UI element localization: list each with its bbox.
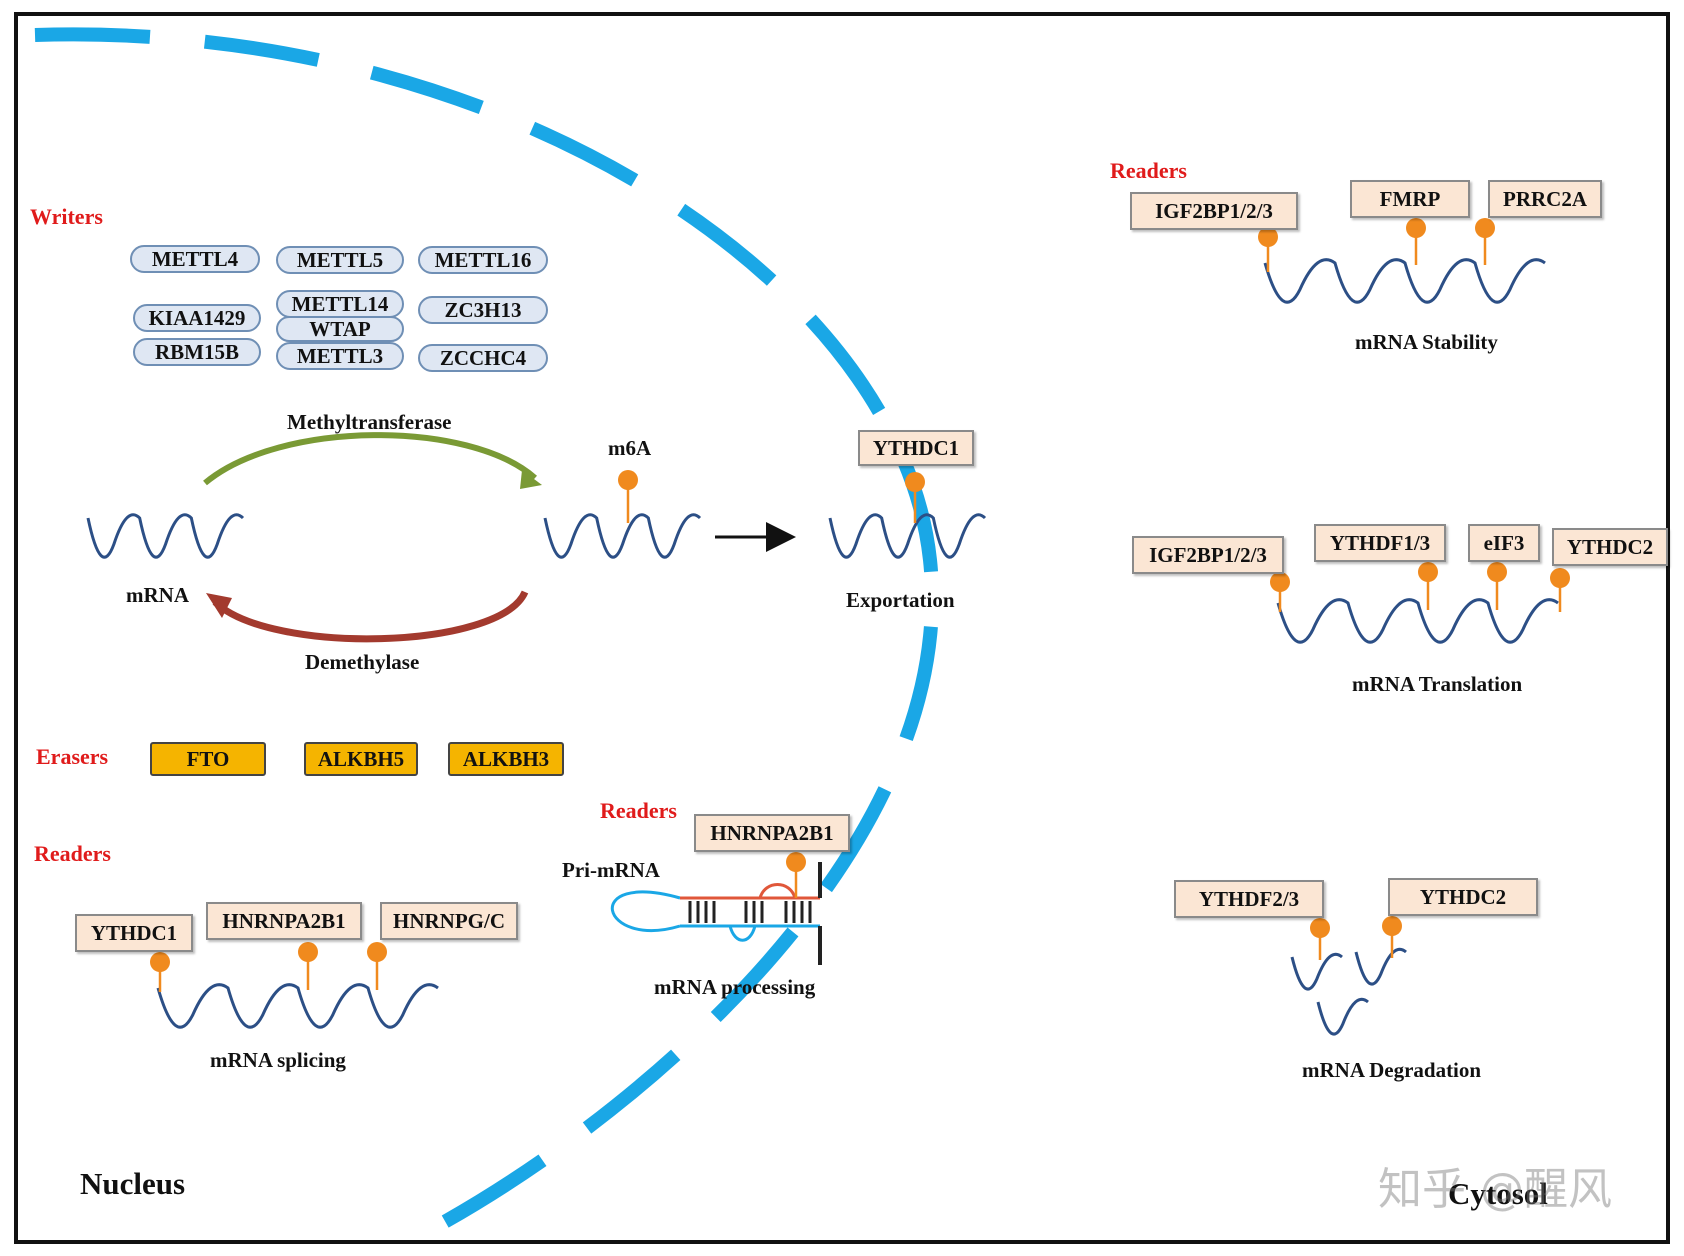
diagram-frame xyxy=(14,12,1670,1244)
m6a-pin-translation-2 xyxy=(1418,562,1438,610)
m6a-pin-stability-2 xyxy=(1406,218,1426,265)
m6a-pin-methylated xyxy=(618,470,638,523)
stability-reader-fmrp: FMRP xyxy=(1350,180,1470,218)
m6a-pin-translation-4 xyxy=(1550,568,1570,612)
demethylase-arrow xyxy=(212,590,529,643)
mrna-fragment-2 xyxy=(1354,947,1407,986)
nuclear-membrane xyxy=(34,27,939,1237)
processing-label: mRNA processing xyxy=(654,975,816,999)
cytosol-title: Cytosol xyxy=(1448,1176,1548,1211)
eraser-fto: FTO xyxy=(150,742,266,776)
stability-reader-prrc2a: PRRC2A xyxy=(1488,180,1602,218)
translation-label: mRNA Translation xyxy=(1352,672,1523,696)
methyltransferase-arrow xyxy=(203,432,537,486)
writer-zc3h13: ZC3H13 xyxy=(418,296,548,324)
writer-mettl5: METTL5 xyxy=(276,246,404,274)
mrna-fragment-1 xyxy=(1290,952,1343,991)
m6a-pin-degradation-1 xyxy=(1310,918,1330,960)
m6a-pin-stability-1 xyxy=(1258,227,1278,272)
stability-readers-label: Readers xyxy=(1110,158,1187,183)
m6a-pin-splicing-2 xyxy=(298,942,318,990)
mrna-wave-stability xyxy=(1263,258,1546,304)
nucleus-title: Nucleus xyxy=(80,1166,186,1201)
methyltransferase-arrowhead xyxy=(520,470,542,489)
processing-reader-hnrnpa2b1: HNRNPA2B1 xyxy=(694,814,850,852)
splicing-label: mRNA splicing xyxy=(210,1048,346,1072)
translation-reader-igf2bp: IGF2BP1/2/3 xyxy=(1132,536,1284,574)
demethylase-arrowhead xyxy=(206,593,232,618)
writer-mettl4: METTL4 xyxy=(130,245,260,273)
mrna-waves xyxy=(86,258,1559,1036)
exportation-label: Exportation xyxy=(846,588,955,612)
writer-kiaa1429: KIAA1429 xyxy=(133,304,261,332)
writers-label: Writers xyxy=(30,204,103,229)
methyltransferase-label: Methyltransferase xyxy=(287,410,452,434)
m6a-pin-translation-3 xyxy=(1487,562,1507,610)
splicing-reader-hnrnpgc: HNRNPG/C xyxy=(380,902,518,940)
pri-mrna-hairpin xyxy=(610,852,822,965)
splicing-reader-ythdc1: YTHDC1 xyxy=(75,914,193,952)
translation-reader-ythdf13: YTHDF1/3 xyxy=(1314,524,1446,562)
m6a-pin-splicing-3 xyxy=(367,942,387,990)
export-reader-ythdc1: YTHDC1 xyxy=(858,430,974,466)
m6a-pin-translation-1 xyxy=(1270,572,1290,612)
m6a-pin-export xyxy=(905,472,925,523)
translation-reader-ythdc2: YTHDC2 xyxy=(1552,528,1668,566)
stability-label: mRNA Stability xyxy=(1355,330,1498,354)
mrna-fragment-3 xyxy=(1316,997,1369,1036)
writer-rbm15b: RBM15B xyxy=(133,338,261,366)
mrna-wave-splicing xyxy=(156,983,439,1029)
stability-reader-igf2bp: IGF2BP1/2/3 xyxy=(1130,192,1298,230)
writer-mettl3: METTL3 xyxy=(276,342,404,370)
m6a-pin-degradation-2 xyxy=(1382,916,1402,958)
splicing-reader-hnrnpa2b1: HNRNPA2B1 xyxy=(206,902,362,940)
degradation-reader-ythdc2: YTHDC2 xyxy=(1388,878,1538,916)
m6a-pins xyxy=(150,218,1570,992)
mrna-wave-translation xyxy=(1276,598,1559,644)
m6a-pin-stability-3 xyxy=(1475,218,1495,265)
mrna-wave-m6a xyxy=(543,513,702,559)
mrna-wave-export xyxy=(828,513,987,559)
writer-wtap: WTAP xyxy=(276,316,404,342)
splicing-readers-label: Readers xyxy=(34,841,111,866)
demethylase-label: Demethylase xyxy=(305,650,420,674)
degradation-label: mRNA Degradation xyxy=(1302,1058,1482,1082)
watermark: 知乎 @醒风 xyxy=(1378,1164,1612,1215)
writer-mettl16: METTL16 xyxy=(418,246,548,274)
mrna-label: mRNA xyxy=(126,583,189,607)
mrna-wave-left xyxy=(86,513,245,559)
writer-mettl14: METTL14 xyxy=(276,290,404,318)
pri-mrna-label: Pri-mRNA xyxy=(562,858,660,882)
m6a-pin-splicing-1 xyxy=(150,952,170,992)
translation-reader-eif3: eIF3 xyxy=(1468,524,1540,562)
eraser-alkbh5: ALKBH5 xyxy=(304,742,418,776)
degradation-reader-ythdf23: YTHDF2/3 xyxy=(1174,880,1324,918)
erasers-label: Erasers xyxy=(36,744,109,769)
eraser-alkbh3: ALKBH3 xyxy=(448,742,564,776)
m6a-label: m6A xyxy=(608,436,652,460)
processing-readers-label: Readers xyxy=(600,798,677,823)
writer-zcchc4: ZCCHC4 xyxy=(418,344,548,372)
